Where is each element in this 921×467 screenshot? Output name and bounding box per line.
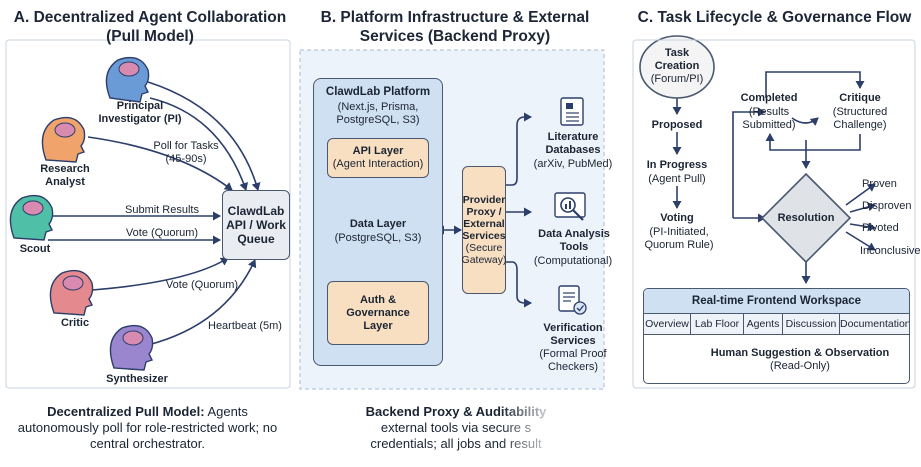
arrow-synth	[147, 259, 257, 346]
literature-subtitle: (arXiv, PubMed)	[533, 158, 613, 170]
agent-label-synth: Synthesizer	[106, 373, 168, 385]
arrow-loop	[791, 117, 819, 126]
outcome-disproven: Disproven	[862, 200, 912, 212]
arrow-proxy-verification	[505, 261, 532, 308]
arrow-critic	[91, 257, 229, 291]
arrow-critique-completed	[765, 133, 861, 151]
brain-head-icon-pi	[105, 56, 150, 103]
state-critique: Critique	[839, 92, 881, 104]
state-completed-sub: (Results Submitted)	[742, 106, 796, 131]
section-a-title: A. Decentralized Agent Collaboration (Pu…	[13, 9, 287, 45]
tab-agents[interactable]: Agents	[744, 314, 783, 334]
outcome-pivoted: Pivoted	[862, 222, 899, 234]
arrow-label-poll: Poll for Tasks (45-90s)	[153, 140, 219, 165]
data-layer-subtitle: (PostgreSQL, S3)	[334, 232, 422, 244]
arrow-proxy-literature	[505, 112, 532, 186]
agent-label-scout: Scout	[19, 243, 51, 255]
tab-overview[interactable]: Overview	[644, 314, 691, 334]
task-creation-title: Task Creation	[654, 47, 700, 72]
arrow-pi-outer	[147, 81, 261, 191]
arrow-inconclusive	[845, 231, 876, 251]
task-creation-circle	[639, 35, 715, 99]
section-b-title: B. Platform Infrastructure & External Se…	[320, 9, 590, 45]
document-icon	[560, 97, 584, 126]
panel-a-frame	[5, 39, 291, 389]
caption-a-rest: Agents autonomously poll for role-restri…	[17, 404, 278, 451]
brain-head-icon-critic	[49, 269, 94, 316]
arrow-pi-inner	[149, 97, 248, 191]
task-creation-subtitle: (Forum/PI)	[650, 73, 704, 85]
workspace-tabs: Overview Lab Floor Agents Discussion Doc…	[644, 314, 909, 335]
work-queue-box: ClawdLab API / Work Queue	[222, 190, 290, 260]
arrow-proven	[845, 183, 876, 206]
verification-title: Verification Services	[543, 322, 603, 347]
caption-b-line3: credentials; all jobs and result	[370, 436, 542, 451]
state-voting: Voting	[660, 212, 694, 224]
human-subtitle: (Read-Only)	[770, 360, 830, 372]
state-voting-sub: (PI-Initiated, Quorum Rule)	[644, 226, 714, 251]
verification-subtitle: (Formal Proof Checkers)	[539, 348, 607, 373]
arrow-label-vote1: Vote (Quorum)	[125, 227, 199, 239]
brain-head-icon-scout	[9, 194, 54, 241]
arrow-disproven	[849, 202, 876, 213]
api-layer-box: API Layer (Agent Interaction)	[327, 138, 429, 178]
agent-label-critic: Critic	[60, 317, 90, 329]
outcome-proven: Proven	[862, 178, 897, 190]
caption-b-fade	[500, 400, 612, 460]
human-observation: Human Suggestion & Observation (Read-Onl…	[700, 347, 900, 373]
workspace-title: Real-time Frontend Workspace	[644, 289, 909, 314]
tab-lab-floor[interactable]: Lab Floor	[691, 314, 744, 334]
arrow-label-heartbeat: Heartbeat (5m)	[208, 320, 282, 332]
outcome-inconclusive: Inconclusive	[860, 245, 921, 257]
agent-label-research: Research Analyst	[40, 163, 90, 188]
state-completed: Completed	[740, 92, 798, 104]
state-in-progress-sub: (Agent Pull)	[648, 173, 706, 185]
data-layer-title: Data Layer	[349, 218, 407, 230]
arrow-pivoted	[849, 222, 876, 232]
agent-label-pi: Principal Investigator (PI)	[98, 100, 182, 125]
brain-head-icon-synth	[109, 324, 154, 371]
auth-layer-title: Auth & Governance Layer	[346, 293, 410, 332]
state-critique-sub: (Structured Challenge)	[832, 106, 888, 131]
tab-discussion[interactable]: Discussion	[783, 314, 840, 334]
verified-document-icon	[558, 285, 587, 315]
section-c-title: C. Task Lifecycle & Governance Flow	[637, 9, 912, 26]
frontend-workspace: Real-time Frontend Workspace Overview La…	[643, 288, 910, 384]
data-tools-title: Data Analysis Tools	[538, 228, 610, 253]
resolution-diamond	[760, 172, 852, 264]
platform-title: ClawdLab Platform	[325, 86, 431, 98]
arrow-label-vote2: Vote (Quorum)	[165, 279, 239, 291]
arrow-label-submit: Submit Results	[125, 204, 199, 216]
auth-layer-box: Auth & Governance Layer	[327, 281, 429, 345]
platform-subtitle: (Next.js, Prisma, PostgreSQL, S3)	[336, 101, 420, 126]
state-in-progress: In Progress	[646, 159, 708, 171]
proxy-title: Provider Proxy / External Services	[462, 194, 506, 242]
caption-a-bold: Decentralized Pull Model:	[47, 404, 205, 419]
arrow-research	[87, 136, 233, 191]
magnifier-chart-icon	[554, 192, 586, 221]
caption-a: Decentralized Pull Model: Agents autonom…	[5, 404, 290, 452]
provider-proxy-box: Provider Proxy / External Services (Secu…	[462, 166, 506, 294]
human-title: Human Suggestion & Observation	[710, 347, 890, 359]
data-tools-subtitle: (Computational)	[533, 255, 613, 267]
arrow-completed-critique	[765, 71, 865, 98]
literature-title: Literature Databases	[545, 131, 601, 156]
arrow-voting-completed	[732, 107, 766, 218]
caption-b-line2: external tools via secure s	[380, 420, 532, 435]
api-layer-title: API Layer	[352, 145, 404, 157]
resolution-label: Resolution	[777, 212, 835, 224]
proxy-subtitle: (Secure Gateway)	[461, 242, 507, 266]
brain-head-icon-research	[41, 116, 86, 163]
panel-c-frame	[632, 39, 916, 389]
api-layer-subtitle: (Agent Interaction)	[332, 158, 424, 170]
tab-documentation[interactable]: Documentation	[840, 318, 910, 330]
state-proposed: Proposed	[651, 119, 703, 131]
